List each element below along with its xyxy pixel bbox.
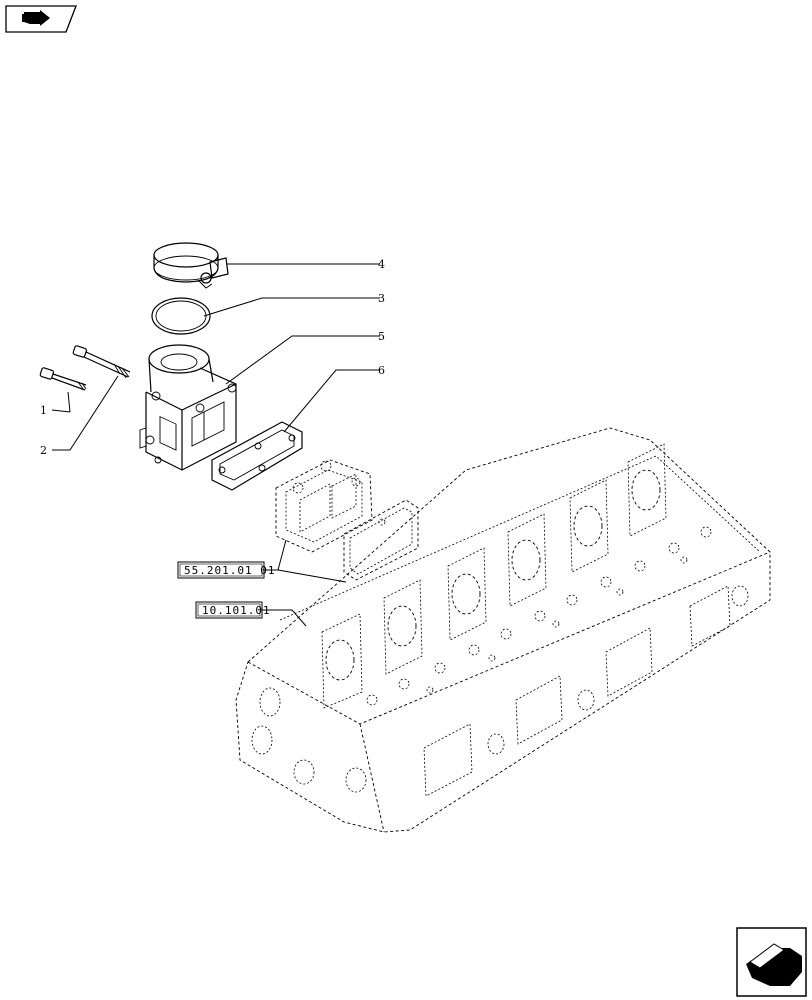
outlet-housing-part [139, 344, 237, 471]
ref-text-gasket-group: 55.201.01 01 [184, 564, 275, 577]
bolt-part-1 [39, 367, 87, 391]
small-gasket-dashed [343, 499, 419, 581]
ref-box-cylinder-head[interactable]: 10.101.01 [195, 601, 271, 619]
callout-6[interactable]: 6 [378, 364, 385, 377]
callout-labels: 4 3 5 6 1 2 [40, 258, 385, 457]
callout-2[interactable]: 2 [40, 444, 47, 457]
previous-page-icon[interactable] [5, 5, 77, 33]
bolt-part-2 [72, 345, 131, 379]
gasket-part [211, 421, 303, 491]
leader-lines [51, 263, 380, 627]
cylinder-head-dashed [235, 427, 771, 833]
callout-3[interactable]: 3 [378, 292, 385, 305]
callout-5[interactable]: 5 [378, 330, 385, 343]
ref-text-cylinder-head: 10.101.01 [202, 604, 271, 617]
clamp-part [153, 242, 229, 289]
callout-4[interactable]: 4 [378, 258, 385, 271]
ref-box-gasket-group[interactable]: 55.201.01 01 [177, 561, 275, 579]
cover-plate-dashed [275, 459, 373, 553]
next-page-icon[interactable] [736, 927, 807, 997]
o-ring-part [151, 297, 211, 335]
callout-1[interactable]: 1 [40, 404, 47, 417]
